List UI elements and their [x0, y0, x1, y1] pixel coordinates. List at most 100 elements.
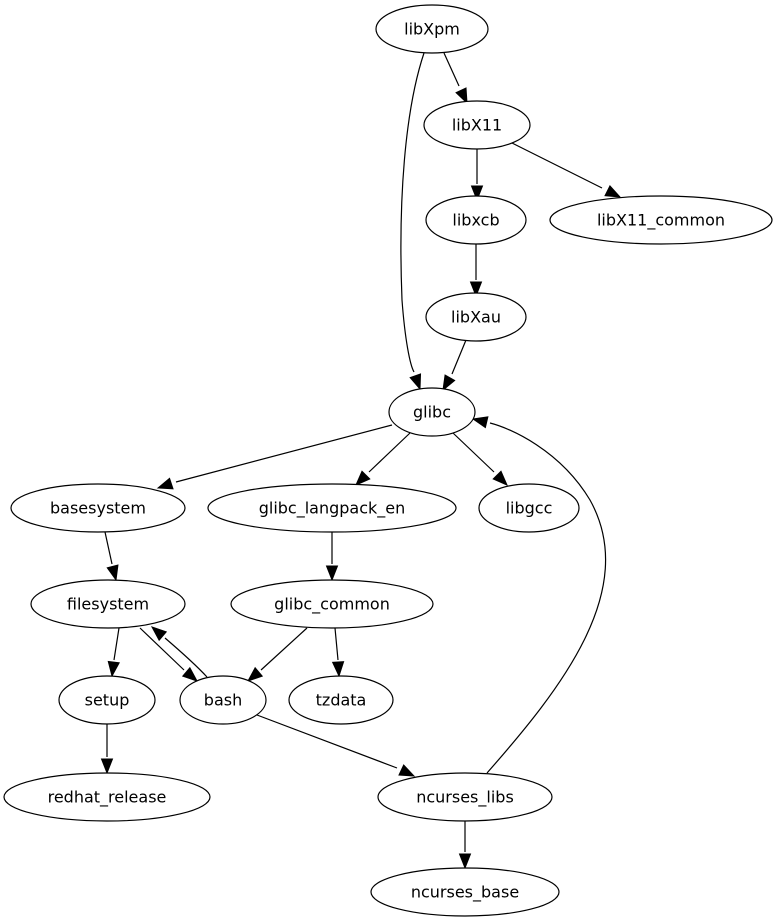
edge-line — [175, 424, 393, 483]
arrowhead-icon — [107, 660, 120, 678]
node-basesystem: basesystem — [10, 483, 186, 533]
edge-line — [139, 627, 185, 671]
edge-setup-to-redhat_release — [100, 724, 114, 775]
edge-line — [452, 432, 495, 473]
edge-libX11-to-libxcb — [470, 149, 484, 202]
edge-line — [486, 422, 607, 774]
arrowhead-icon — [246, 666, 264, 682]
edge-line — [256, 714, 398, 769]
edge-libXau-to-glibc — [442, 339, 467, 392]
node-shape — [377, 772, 553, 822]
node-shape — [423, 100, 531, 150]
edge-line — [451, 339, 467, 375]
edge-line — [113, 627, 120, 661]
node-label: glibc_langpack_en — [259, 499, 406, 519]
arrowhead-icon — [455, 87, 468, 105]
edge-line — [368, 432, 411, 473]
arrowhead-icon — [492, 470, 508, 486]
arrowhead-icon — [181, 666, 199, 682]
edge-bash-to-ncurses_libs — [256, 714, 416, 777]
node-label: redhat_release — [48, 788, 167, 808]
edge-basesystem-to-filesystem — [104, 531, 119, 582]
node-label: libX11_common — [597, 211, 725, 231]
node-shape — [370, 867, 560, 917]
node-libgcc: libgcc — [478, 483, 580, 533]
node-redhat-release: redhat_release — [3, 772, 211, 822]
arrowhead-icon — [325, 565, 339, 582]
arrowhead-icon — [150, 626, 168, 642]
arrowhead-icon — [604, 184, 622, 198]
edge-line — [511, 142, 603, 189]
edge-ncurses_libs-to-glibc — [471, 416, 607, 774]
arrowhead-icon — [409, 373, 422, 391]
node-label: filesystem — [67, 595, 149, 614]
node-label: libX11 — [452, 116, 502, 135]
node-libxcb: libxcb — [425, 195, 527, 245]
arrowhead-icon — [398, 764, 416, 777]
node-shape — [10, 483, 186, 533]
node-shape — [179, 675, 267, 725]
arrowhead-icon — [458, 853, 472, 870]
nodes-layer: libXpm libX11 libxcb libX11_common libXau gli… — [3, 4, 773, 917]
arrowhead-icon — [106, 564, 119, 582]
node-glibc-langpack-en: glibc_langpack_en — [207, 483, 457, 533]
edge-glibc-to-basesystem — [156, 424, 393, 490]
arrowhead-icon — [469, 281, 483, 298]
node-label: libgcc — [506, 499, 553, 518]
node-label: tzdata — [316, 691, 367, 710]
node-libx11-common: libX11_common — [549, 195, 773, 245]
node-filesystem: filesystem — [30, 579, 186, 629]
edge-glibc_common-to-bash — [246, 627, 308, 682]
node-label: libXpm — [404, 20, 460, 39]
node-label: ncurses_libs — [416, 788, 514, 808]
edge-line — [260, 627, 308, 671]
node-libxpm: libXpm — [375, 4, 489, 54]
node-ncurses-libs: ncurses_libs — [377, 772, 553, 822]
node-shape — [478, 483, 580, 533]
arrowhead-icon — [471, 416, 489, 429]
edges-layer — [100, 52, 622, 870]
edge-line — [334, 627, 339, 661]
node-shape — [425, 292, 527, 342]
arrowhead-icon — [100, 758, 114, 775]
node-libx11: libX11 — [423, 100, 531, 150]
arrowhead-icon — [442, 374, 456, 392]
edge-libXpm-to-libX11 — [443, 52, 468, 105]
node-label: libXau — [451, 308, 501, 327]
edge-line — [164, 637, 208, 678]
edge-glibc_langpack_en-to-glibc_common — [325, 532, 339, 582]
node-shape — [3, 772, 211, 822]
arrowhead-icon — [470, 185, 484, 202]
node-libxau: libXau — [425, 292, 527, 342]
arrowhead-icon — [156, 477, 174, 490]
edge-line — [400, 52, 425, 373]
arrowhead-icon — [331, 661, 345, 678]
node-shape — [388, 387, 476, 437]
node-label: ncurses_base — [411, 883, 519, 903]
edge-glibc-to-libgcc — [452, 432, 508, 486]
node-glibc-common: glibc_common — [230, 579, 434, 629]
node-label: glibc_common — [274, 595, 390, 615]
node-label: libxcb — [452, 211, 499, 230]
node-shape — [425, 195, 527, 245]
edge-libxcb-to-libXau — [469, 244, 483, 298]
node-label: bash — [204, 691, 242, 710]
node-setup: setup — [58, 675, 156, 725]
node-shape — [288, 675, 394, 725]
edge-line — [104, 531, 113, 565]
edge-libXpm-to-glibc — [400, 52, 425, 391]
node-glibc: glibc — [388, 387, 476, 437]
node-shape — [30, 579, 186, 629]
node-label: glibc — [413, 403, 451, 422]
node-shape — [230, 579, 434, 629]
node-tzdata: tzdata — [288, 675, 394, 725]
edge-glibc-to-glibc_langpack_en — [355, 432, 411, 486]
node-shape — [375, 4, 489, 54]
edge-glibc_common-to-tzdata — [331, 627, 345, 678]
edge-filesystem-to-bash — [139, 627, 199, 682]
node-bash: bash — [179, 675, 267, 725]
node-shape — [58, 675, 156, 725]
node-label: setup — [85, 691, 130, 710]
node-label: basesystem — [50, 499, 146, 518]
node-shape — [549, 195, 773, 245]
